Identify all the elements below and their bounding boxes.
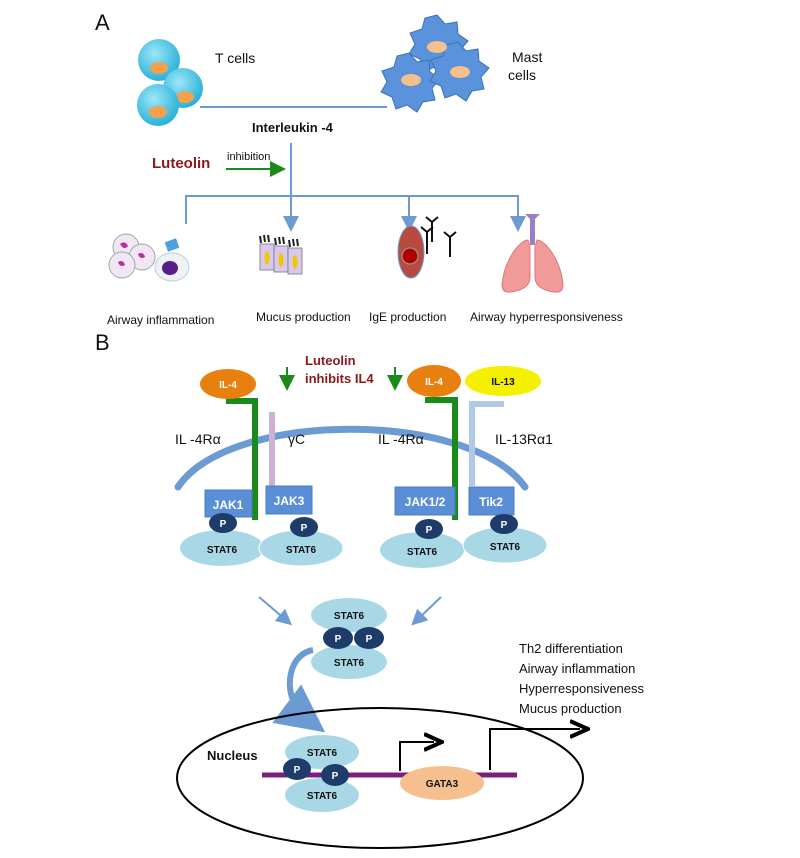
stat6-jak1: STAT6 (180, 530, 264, 566)
nucleus-membrane (176, 707, 584, 849)
outcome-branch-lines (185, 195, 526, 232)
svg-text:P: P (335, 634, 342, 645)
svg-text:STAT6: STAT6 (334, 658, 365, 669)
t-cells-label: T cells (215, 50, 255, 66)
outcome-label-ige-production: IgE production (369, 310, 446, 324)
phospho-jak1: P (209, 513, 237, 533)
gata3-factor: GATA3 (400, 766, 484, 800)
svg-text:GATA3: GATA3 (426, 779, 459, 790)
ige-production-icon (397, 216, 457, 279)
svg-text:STAT6: STAT6 (407, 547, 438, 558)
luteolin-inhibits-line2: inhibits IL4 (305, 371, 374, 386)
il4-left-ligand: IL-4 (200, 369, 256, 399)
svg-text:P: P (332, 771, 339, 782)
effect-th2-differentiation: Th2 differentiation (519, 641, 623, 656)
lungs-icon (501, 214, 564, 293)
il4ra-right-label: IL -4Rα (378, 431, 424, 447)
svg-text:P: P (426, 525, 433, 536)
svg-text:P: P (220, 519, 227, 530)
il4ra-left-label: IL -4Rα (175, 431, 221, 447)
cell-membrane (174, 425, 529, 491)
transcription-arrow-effects (489, 729, 580, 770)
inhibition-label: inhibition (227, 151, 270, 163)
dimer-arrow-left (258, 596, 293, 626)
transcription-arrow-gata3 (399, 742, 434, 771)
tik2-box: Tik2 (468, 486, 515, 516)
effect-hyperresponsiveness: Hyperresponsiveness (519, 681, 645, 696)
svg-text:STAT6: STAT6 (307, 748, 338, 759)
il4-right-ligand: IL-4 (407, 365, 461, 397)
t-cells-icon (137, 39, 203, 126)
svg-text:Tik2: Tik2 (479, 495, 503, 509)
stat6-dimer-nuclear: STAT6 STAT6 P P (283, 735, 359, 812)
mucus-production-icon (259, 234, 303, 275)
svg-text:STAT6: STAT6 (334, 611, 365, 622)
stat6-dimer: STAT6 STAT6 P P (311, 598, 387, 679)
svg-text:IL-4: IL-4 (219, 380, 237, 391)
panel-b-label: B (95, 330, 110, 355)
svg-text:STAT6: STAT6 (286, 545, 317, 556)
il13ra1-receptor (469, 401, 504, 486)
mast-cells-label-line1: Mast (512, 49, 542, 65)
phospho-tik2: P (490, 514, 518, 534)
svg-text:P: P (501, 520, 508, 531)
mast-cells-icon (380, 14, 490, 113)
nuclear-translocation-arrow (272, 647, 326, 733)
effect-mucus-production: Mucus production (519, 701, 622, 716)
outcome-label-airway-hyperresponsiveness: Airway hyperresponsiveness (470, 310, 623, 324)
mast-cells-label-line2: cells (508, 67, 536, 83)
interleukin-4-label: Interleukin -4 (252, 120, 334, 135)
il4ra-left-receptor (226, 398, 258, 520)
luteolin-inhibits-line1: Luteolin (305, 353, 356, 368)
outcome-label-airway-inflammation: Airway inflammation (107, 313, 214, 327)
airway-inflammation-icon (108, 233, 190, 282)
phospho-jak3: P (290, 517, 318, 537)
nucleus-label: Nucleus (207, 748, 258, 763)
phospho-jak12: P (415, 519, 443, 539)
gc-label: γC (288, 431, 305, 447)
jak3-box: JAK3 (265, 485, 313, 515)
stat6-jak12: STAT6 (380, 532, 464, 568)
il13ra1-label: IL-13Rα1 (495, 431, 553, 447)
svg-text:IL-4: IL-4 (425, 377, 443, 388)
jak1-box: JAK1 (204, 489, 253, 518)
il4ra-right-receptor (425, 397, 458, 520)
jak12-box: JAK1/2 (394, 486, 456, 516)
svg-text:JAK1: JAK1 (213, 498, 244, 512)
svg-text:JAK3: JAK3 (274, 494, 305, 508)
svg-text:P: P (301, 523, 308, 534)
panel-a-label: A (95, 10, 110, 35)
svg-text:IL-13: IL-13 (491, 377, 515, 388)
il13-ligand: IL-13 (465, 366, 541, 396)
svg-text:STAT6: STAT6 (307, 791, 338, 802)
svg-text:JAK1/2: JAK1/2 (405, 495, 446, 509)
dimer-arrow-right (411, 596, 442, 626)
luteolin-label: Luteolin (152, 155, 210, 172)
outcome-label-mucus-production: Mucus production (256, 310, 351, 324)
svg-text:STAT6: STAT6 (207, 545, 238, 556)
svg-text:STAT6: STAT6 (490, 542, 521, 553)
svg-text:P: P (294, 765, 301, 776)
effect-airway-inflammation: Airway inflammation (519, 661, 635, 676)
svg-text:P: P (366, 634, 373, 645)
